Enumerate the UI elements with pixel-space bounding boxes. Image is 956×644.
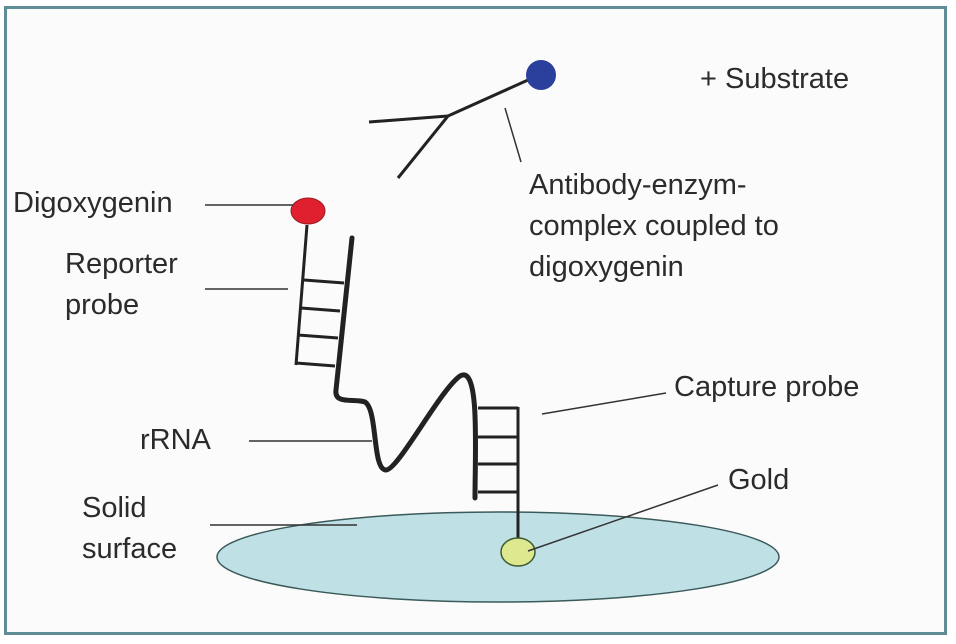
label-solid-2: surface — [82, 533, 178, 565]
leader-capture — [541, 392, 667, 415]
label-antibody-3: digoxygenin — [529, 251, 684, 283]
reporter-probe — [294, 224, 345, 368]
digoxygenin-dot — [290, 197, 326, 225]
label-substrate: + Substrate — [700, 63, 850, 95]
gold-dot — [500, 537, 536, 567]
label-capture-probe: Capture probe — [674, 371, 860, 403]
label-gold: Gold — [728, 464, 790, 496]
label-digoxygenin: Digoxygenin — [13, 187, 173, 219]
label-antibody-1: Antibody-enzym- — [529, 169, 747, 201]
enzyme-dot — [526, 60, 556, 90]
antibody — [368, 78, 529, 179]
label-reporter-1: Reporter — [65, 248, 178, 280]
solid-surface — [216, 511, 780, 603]
leader-gold — [527, 484, 719, 552]
leader-antibody — [504, 107, 522, 163]
label-reporter-2: probe — [65, 289, 140, 321]
label-solid-1: Solid — [82, 492, 147, 524]
capture-probe — [478, 406, 520, 542]
rrna-strand — [333, 235, 479, 501]
label-rrna: rRNA — [140, 424, 211, 456]
label-antibody-2: complex coupled to — [529, 210, 779, 242]
